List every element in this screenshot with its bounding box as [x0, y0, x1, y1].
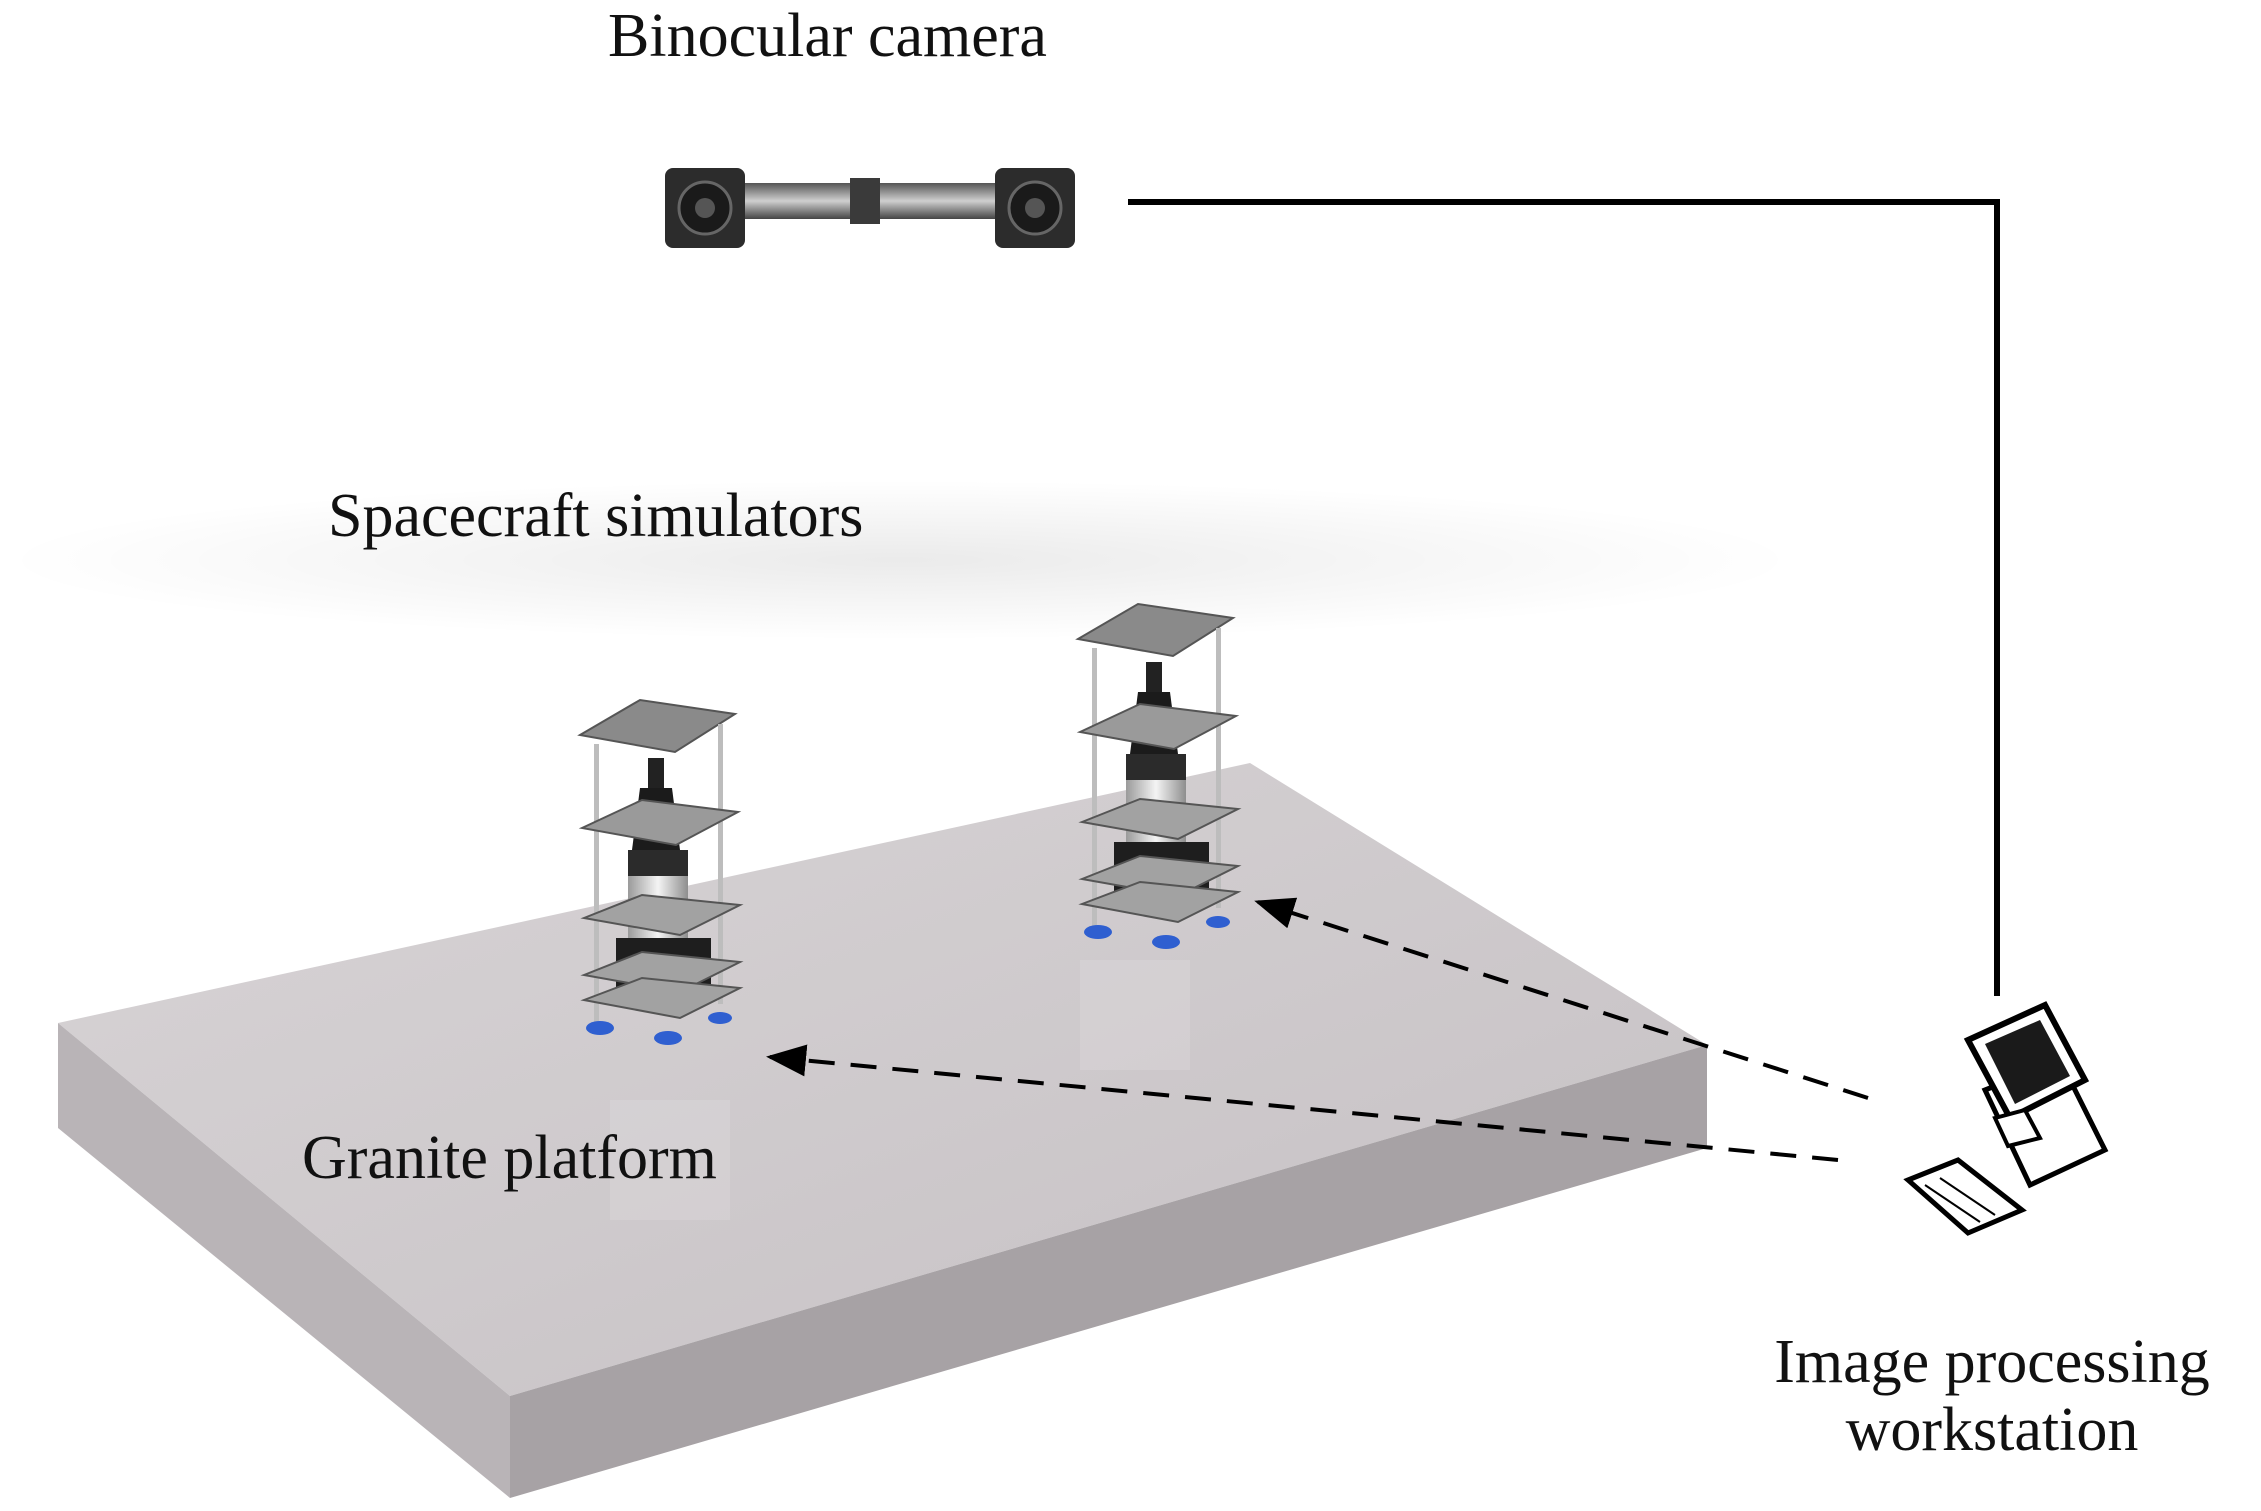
workstation-label-line2: workstation	[1845, 1396, 2139, 1465]
arrow-to-simulator-1	[766, 1044, 1839, 1162]
spacecraft-simulator-icon	[577, 698, 744, 1045]
camera-connection-line	[1128, 199, 2000, 996]
platform-label: Granite platform	[302, 1124, 717, 1192]
camera-label: Binocular camera	[608, 2, 1047, 70]
simulators-label: Spacecraft simulators	[328, 482, 864, 550]
workstation-label: Image processing workstation	[1722, 1328, 2261, 1464]
computer-workstation-icon	[1903, 1001, 2109, 1236]
arrow-to-simulator-2	[1254, 897, 1869, 1100]
workstation-label-line1: Image processing	[1774, 1328, 2210, 1396]
spacecraft-simulator-icon	[1075, 602, 1242, 949]
binocular-camera-icon	[665, 168, 1075, 248]
